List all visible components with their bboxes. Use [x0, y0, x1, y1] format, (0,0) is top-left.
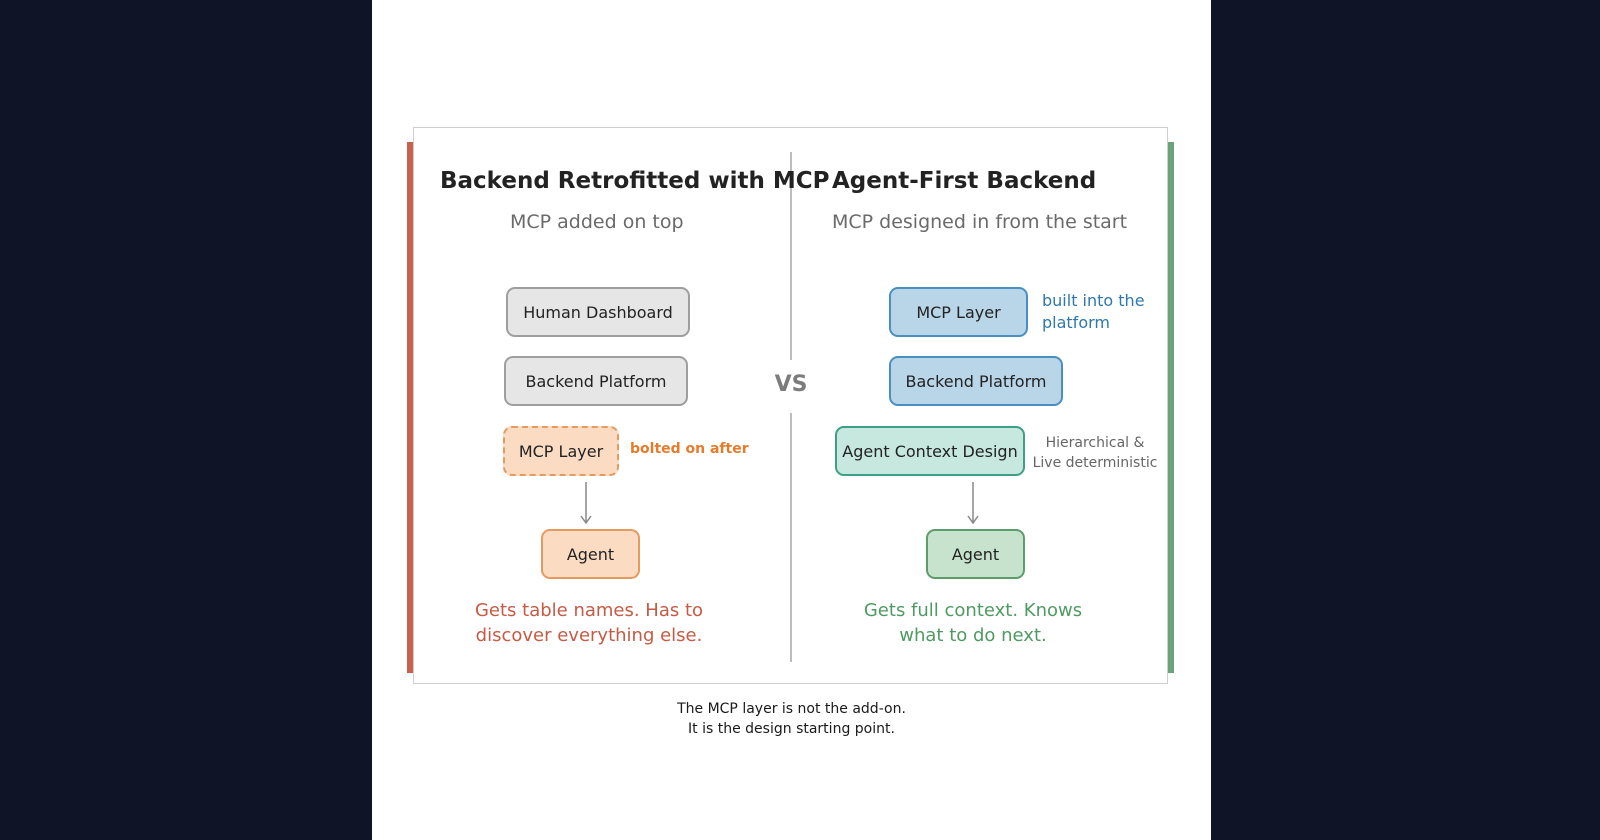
right-summary: Gets full context. Knows what to do next…: [843, 598, 1103, 648]
right-accent-bar: [1168, 142, 1174, 673]
left-subtitle: MCP added on top: [510, 211, 684, 233]
right-built-in-note: built into the platform: [1042, 290, 1145, 334]
left-summary-line2: discover everything else.: [475, 625, 703, 646]
right-mcp-layer-box: MCP Layer: [889, 287, 1028, 337]
left-summary-line1: Gets table names. Has to: [474, 600, 704, 621]
left-accent-bar: [407, 142, 413, 673]
left-title: Backend Retrofitted with MCP: [440, 168, 830, 194]
left-backend-platform-box: Backend Platform: [504, 356, 688, 406]
right-agent-context-design-box: Agent Context Design: [835, 426, 1025, 476]
slide-page: VS Backend Retrofitted with MCP MCP adde…: [372, 0, 1211, 840]
left-bolted-note: bolted on after: [630, 441, 749, 457]
right-built-in-note-line1: built into the: [1042, 291, 1145, 310]
right-agent-box: Agent: [926, 529, 1025, 579]
caption: The MCP layer is not the add-on. It is t…: [364, 699, 1219, 739]
right-hierarchical-note: Hierarchical & Live deterministic: [1027, 433, 1163, 473]
right-title: Agent-First Backend: [832, 168, 1097, 194]
left-human-dashboard-box: Human Dashboard: [506, 287, 690, 337]
left-down-arrow: [580, 482, 592, 525]
caption-line1: The MCP layer is not the add-on.: [677, 701, 906, 717]
center-divider-bottom: [790, 413, 792, 662]
vs-label: VS: [774, 372, 808, 397]
right-hierarchical-note-line2: Live deterministic: [1032, 455, 1158, 471]
right-hierarchical-note-line1: Hierarchical &: [1045, 435, 1145, 451]
center-divider-top: [790, 152, 792, 360]
right-summary-line2: what to do next.: [899, 625, 1047, 646]
right-built-in-note-line2: platform: [1042, 313, 1110, 332]
left-mcp-layer-box: MCP Layer: [503, 426, 619, 476]
caption-line2: It is the design starting point.: [688, 721, 895, 737]
left-summary: Gets table names. Has to discover everyt…: [459, 598, 719, 648]
right-backend-platform-box: Backend Platform: [889, 356, 1063, 406]
right-subtitle: MCP designed in from the start: [832, 211, 1128, 233]
left-agent-box: Agent: [541, 529, 640, 579]
right-summary-line1: Gets full context. Knows: [863, 600, 1083, 621]
right-down-arrow: [967, 482, 979, 525]
